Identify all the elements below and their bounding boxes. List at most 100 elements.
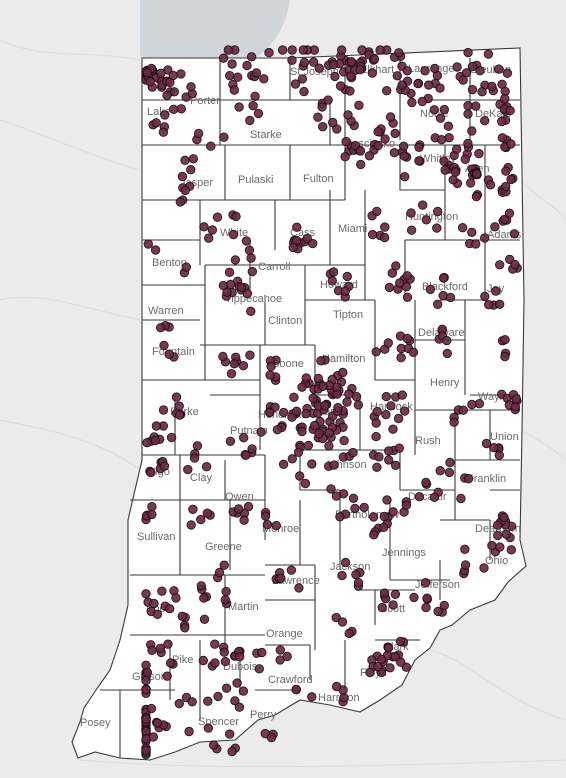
county-label: Pulaski <box>238 174 273 186</box>
location-marker <box>158 127 169 137</box>
location-marker <box>242 60 252 71</box>
location-marker <box>417 96 427 107</box>
location-marker <box>452 144 462 154</box>
location-marker <box>157 586 167 596</box>
location-marker <box>340 152 350 162</box>
location-marker <box>390 589 401 599</box>
location-marker <box>230 255 241 265</box>
location-marker <box>379 522 389 532</box>
location-marker <box>318 381 328 391</box>
location-marker <box>181 262 192 272</box>
location-marker <box>371 418 381 428</box>
location-marker <box>282 651 292 662</box>
location-marker <box>367 229 378 240</box>
location-marker <box>227 746 237 757</box>
location-marker <box>186 165 196 175</box>
location-marker <box>257 647 267 658</box>
location-marker <box>422 593 432 603</box>
location-marker <box>177 171 188 182</box>
location-marker <box>485 180 496 190</box>
location-marker <box>394 48 404 58</box>
location-marker <box>397 80 407 90</box>
location-marker <box>380 134 390 144</box>
location-marker <box>439 104 449 115</box>
location-marker <box>294 583 304 593</box>
location-marker <box>491 286 501 296</box>
location-marker <box>502 68 513 78</box>
location-marker <box>501 181 511 192</box>
location-marker <box>266 732 277 743</box>
location-marker <box>241 236 252 246</box>
location-marker <box>196 514 206 525</box>
location-marker <box>329 460 339 470</box>
location-marker <box>371 347 381 357</box>
location-marker <box>345 86 355 96</box>
location-marker <box>297 74 308 84</box>
location-marker <box>265 370 275 380</box>
location-marker <box>142 68 153 78</box>
location-marker <box>353 400 364 410</box>
county-label: Starke <box>250 129 282 141</box>
location-marker <box>382 495 392 505</box>
location-marker <box>481 438 492 449</box>
county-label: Franklin <box>467 473 506 485</box>
location-marker <box>379 232 390 243</box>
county-label: Crawford <box>268 674 313 686</box>
location-marker <box>327 276 337 286</box>
location-marker <box>332 382 342 392</box>
location-marker <box>241 450 251 460</box>
location-marker <box>471 239 481 249</box>
location-marker <box>142 667 153 678</box>
location-marker <box>207 225 218 235</box>
location-marker <box>162 671 172 681</box>
location-marker <box>141 675 151 686</box>
location-marker <box>193 128 204 139</box>
location-marker <box>228 229 239 240</box>
location-marker <box>328 267 339 277</box>
location-marker <box>495 260 505 270</box>
location-marker <box>335 81 346 91</box>
county-label: Clinton <box>268 315 302 327</box>
location-marker <box>259 74 269 84</box>
location-marker <box>199 222 209 232</box>
location-marker <box>335 512 345 522</box>
county-label: Porter <box>190 95 220 107</box>
location-marker <box>467 61 478 72</box>
location-marker <box>350 503 360 514</box>
location-marker <box>220 656 231 667</box>
location-marker <box>307 692 317 702</box>
location-marker <box>458 405 468 415</box>
location-marker <box>372 406 382 417</box>
location-marker <box>309 420 320 431</box>
location-marker <box>392 71 402 81</box>
location-marker <box>390 460 401 470</box>
location-marker <box>436 135 447 145</box>
location-marker <box>487 81 497 92</box>
location-marker <box>299 86 309 97</box>
location-marker <box>475 66 485 76</box>
location-marker <box>499 214 510 225</box>
location-marker <box>260 511 271 521</box>
location-marker <box>487 540 497 551</box>
location-marker <box>341 136 351 147</box>
location-marker <box>141 589 151 599</box>
location-marker <box>291 406 302 416</box>
location-marker <box>168 70 178 81</box>
location-marker <box>433 606 443 617</box>
location-marker <box>442 335 452 346</box>
location-marker <box>141 734 151 744</box>
location-marker <box>399 141 409 151</box>
location-marker <box>442 348 452 359</box>
county-label: Posey <box>80 717 111 729</box>
location-marker <box>432 223 442 233</box>
location-marker <box>176 69 186 79</box>
county-label: Henry <box>430 377 460 389</box>
location-marker <box>278 459 289 469</box>
location-marker <box>433 299 443 309</box>
location-marker <box>141 685 151 695</box>
location-marker <box>438 273 449 283</box>
location-marker <box>238 361 249 371</box>
location-marker <box>218 53 229 63</box>
county-label: Union <box>490 431 519 443</box>
location-marker <box>344 628 354 639</box>
